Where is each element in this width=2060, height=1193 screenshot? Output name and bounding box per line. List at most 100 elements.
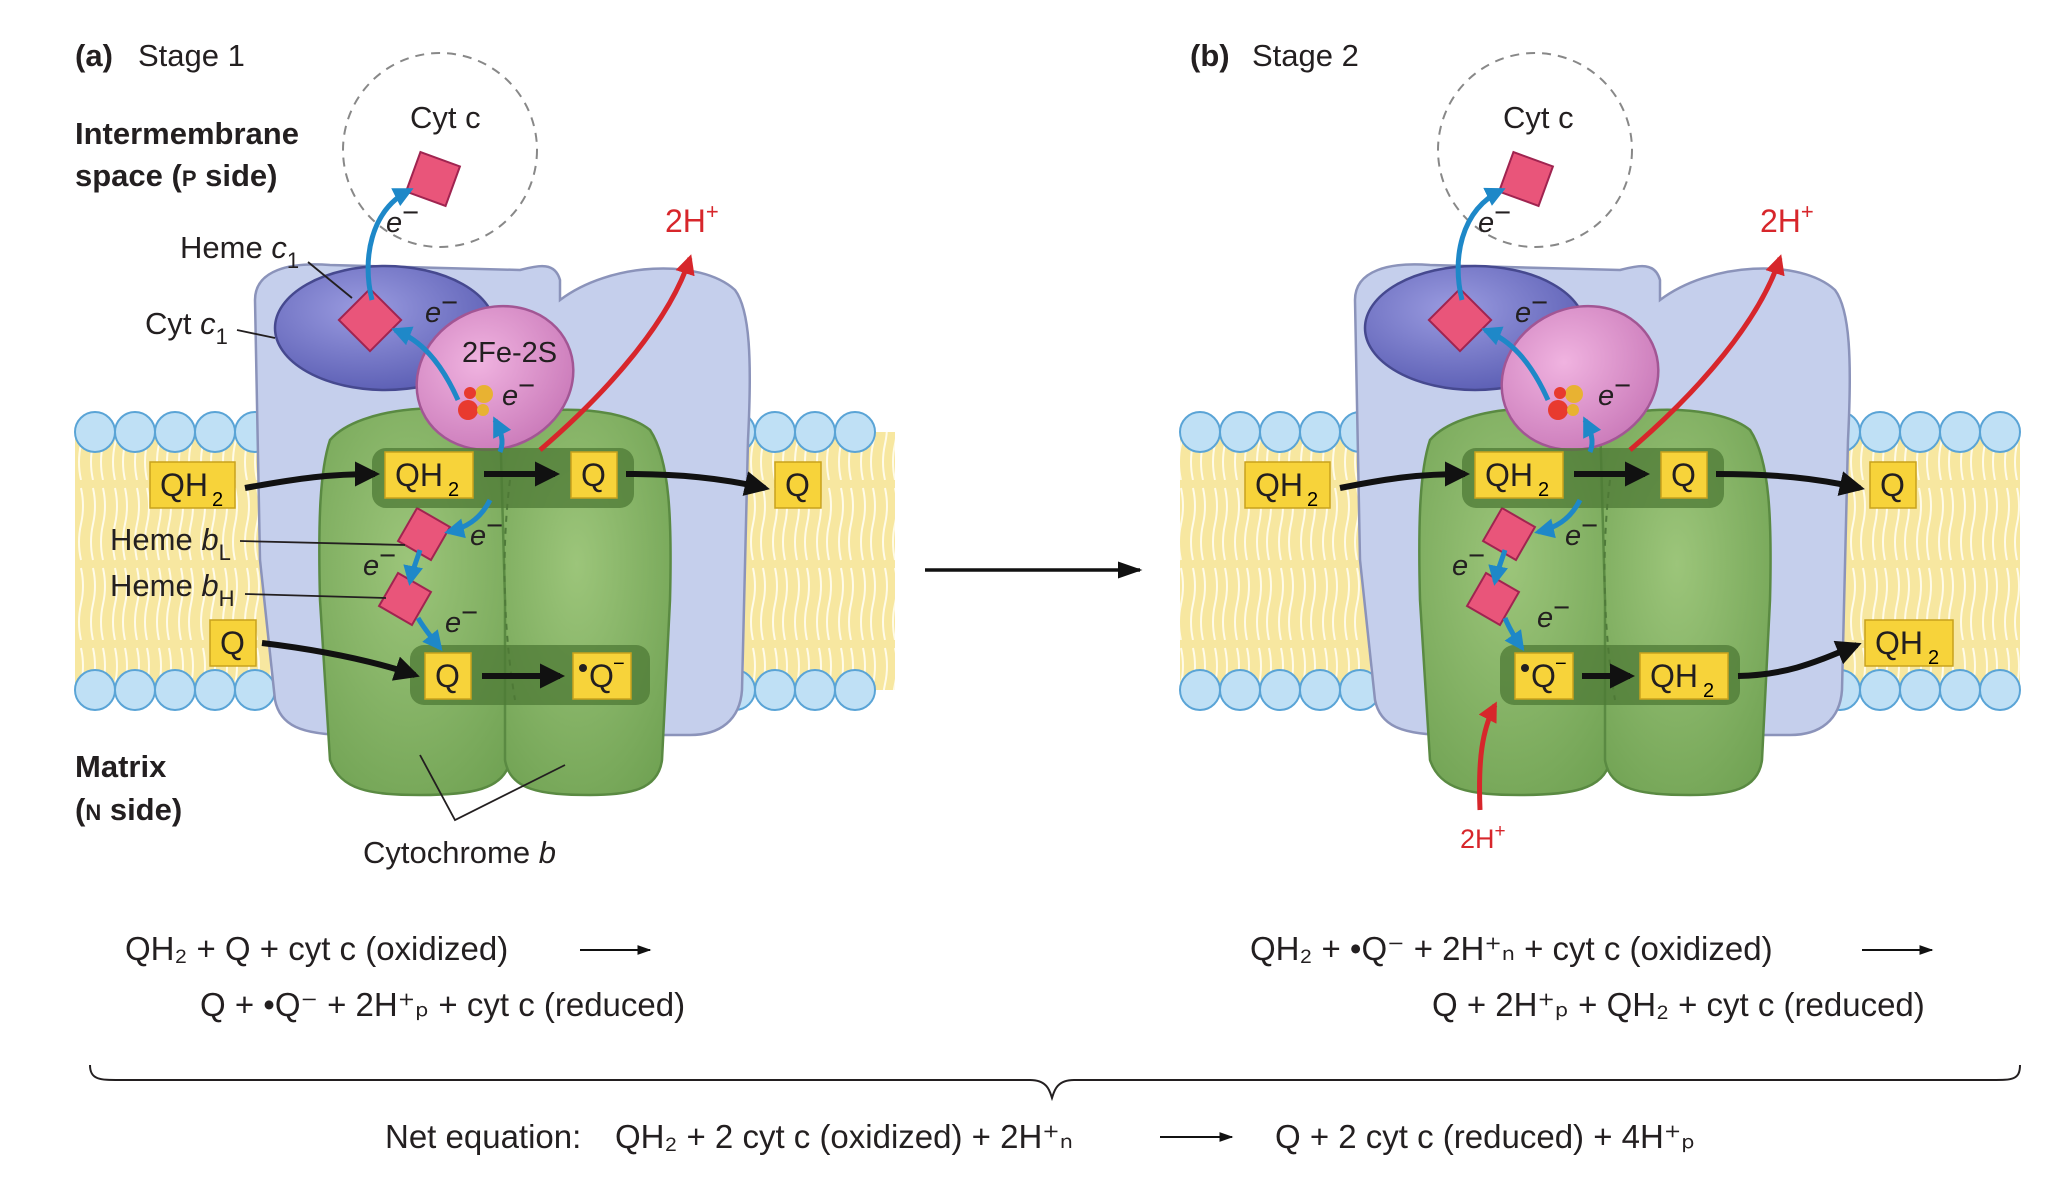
lipid-head (1899, 411, 1941, 453)
lipid-head (114, 669, 156, 711)
q-qi-a: Q (424, 652, 472, 700)
net-equation-right: Q + 2 cyt c (reduced) + 4H⁺ₚ (1275, 1118, 1695, 1155)
q-membrane-a: Q (209, 619, 257, 667)
lipid-head (1179, 669, 1221, 711)
matrix-label-2: (N side) (75, 792, 182, 827)
svg-text:2: 2 (448, 479, 459, 501)
q-released-a: Q (774, 461, 822, 509)
lipid-head (1979, 669, 2021, 711)
lipid-head (754, 411, 796, 453)
svg-text:−: − (1555, 653, 1567, 675)
e-label-4-b: e− (1565, 510, 1598, 552)
net-equation-label: Net equation: (385, 1118, 581, 1155)
cyt-c-circle-b (1437, 52, 1633, 248)
e-label-5-b: e− (1452, 540, 1485, 582)
svg-text:2: 2 (1703, 680, 1714, 702)
lipid-head (1259, 411, 1301, 453)
fe-s-protein-b (1500, 304, 1660, 452)
lipid-head (1179, 411, 1221, 453)
two-h-label-b-top: 2H+ (1760, 199, 1814, 239)
cytochrome-b-label: Cytochrome b (363, 835, 556, 870)
cyt-c-heme-a (404, 150, 462, 208)
lipid-head (1219, 411, 1261, 453)
e-label-2-b: e− (1515, 287, 1548, 329)
svg-text:QH: QH (1485, 457, 1533, 493)
lipid-head (234, 669, 276, 711)
lipid-head (1939, 411, 1981, 453)
lipid-head (1859, 669, 1901, 711)
q-qo-b: Q (1660, 451, 1708, 499)
svg-text:QH: QH (160, 467, 208, 503)
svg-text:2: 2 (212, 489, 223, 511)
semiquinone-qi-b: Q − (1514, 652, 1574, 700)
lipid-head (154, 411, 196, 453)
q-released-b: Q (1869, 461, 1917, 509)
lipid-head (1259, 669, 1301, 711)
summary-brace (89, 1064, 2021, 1102)
cyt-c-label-b: Cyt c (1503, 100, 1574, 135)
e-label-2-a: e− (425, 287, 458, 329)
svg-text:2: 2 (1538, 479, 1549, 501)
heme-c1-b (1427, 287, 1493, 353)
net-equation-left: QH₂ + 2 cyt c (oxidized) + 2H⁺ₙ (615, 1118, 1073, 1155)
equation-a-line2: Q + •Q⁻ + 2H⁺ₚ + cyt c (reduced) (200, 986, 685, 1023)
heme-bh-label: Heme bH (110, 568, 234, 611)
lipid-head (74, 669, 116, 711)
heme-c1-a (337, 287, 403, 353)
svg-text:QH: QH (1650, 658, 1698, 694)
lipid-head (1979, 411, 2021, 453)
lipid-head (794, 669, 836, 711)
heme-bl-label: Heme bL (110, 522, 231, 565)
lipid-head (834, 669, 876, 711)
svg-text:2: 2 (1928, 647, 1939, 669)
equation-b-line1: QH₂ + •Q⁻ + 2H⁺ₙ + cyt c (oxidized) (1250, 930, 1773, 967)
e-label-3-b: e− (1598, 370, 1631, 412)
cyt-c-heme-b (1497, 150, 1555, 208)
lipid-head (194, 411, 236, 453)
lipid-head (754, 669, 796, 711)
panel-a-title: Stage 1 (138, 38, 245, 73)
svg-text:Q: Q (1531, 658, 1556, 694)
heme-bl-b (1481, 506, 1537, 562)
svg-text:−: − (613, 653, 625, 675)
panel-a-letter: (a) (75, 38, 113, 73)
svg-text:Q: Q (1671, 457, 1696, 493)
fe-s-label: 2Fe-2S (462, 337, 557, 369)
e-label-6-a: e− (445, 597, 478, 639)
lipid-head (794, 411, 836, 453)
e-label-3-a: e− (502, 370, 535, 412)
svg-text:Q: Q (1880, 467, 1905, 503)
e-label-4-a: e− (470, 510, 503, 552)
two-h-label-b-bottom: 2H+ (1460, 821, 1506, 854)
panel-b-letter: (b) (1190, 38, 1230, 73)
net-equation: Net equation: QH₂ + 2 cyt c (oxidized) +… (385, 1118, 1695, 1155)
panel-b-title: Stage 2 (1252, 38, 1359, 73)
heme-c1-label: Heme c1 (180, 230, 299, 273)
equation-b-line2: Q + 2H⁺ₚ + QH₂ + cyt c (reduced) (1432, 986, 1925, 1023)
cyt-c-circle-a (342, 52, 538, 248)
svg-text:Q: Q (589, 658, 614, 694)
lipid-head (1299, 669, 1341, 711)
two-h-label-a: 2H+ (665, 199, 719, 239)
e-label-1-b: e− (1478, 197, 1511, 239)
intermembrane-label-2: space (P side) (75, 158, 278, 193)
svg-text:Q: Q (435, 658, 460, 694)
e-label-5-a: e− (363, 540, 396, 582)
lipid-head (1299, 411, 1341, 453)
lipid-head (1859, 411, 1901, 453)
svg-text:Q: Q (785, 467, 810, 503)
e-label-1-a: e− (386, 197, 419, 239)
lipid-head (74, 411, 116, 453)
q-qo-a: Q (570, 451, 618, 499)
matrix-label: Matrix (75, 749, 167, 784)
svg-text:2: 2 (1307, 489, 1318, 511)
lipid-head (1939, 669, 1981, 711)
panel-a: (a) Stage 1 Cyt c (74, 38, 895, 1023)
svg-text:Q: Q (581, 457, 606, 493)
lipid-head (194, 669, 236, 711)
